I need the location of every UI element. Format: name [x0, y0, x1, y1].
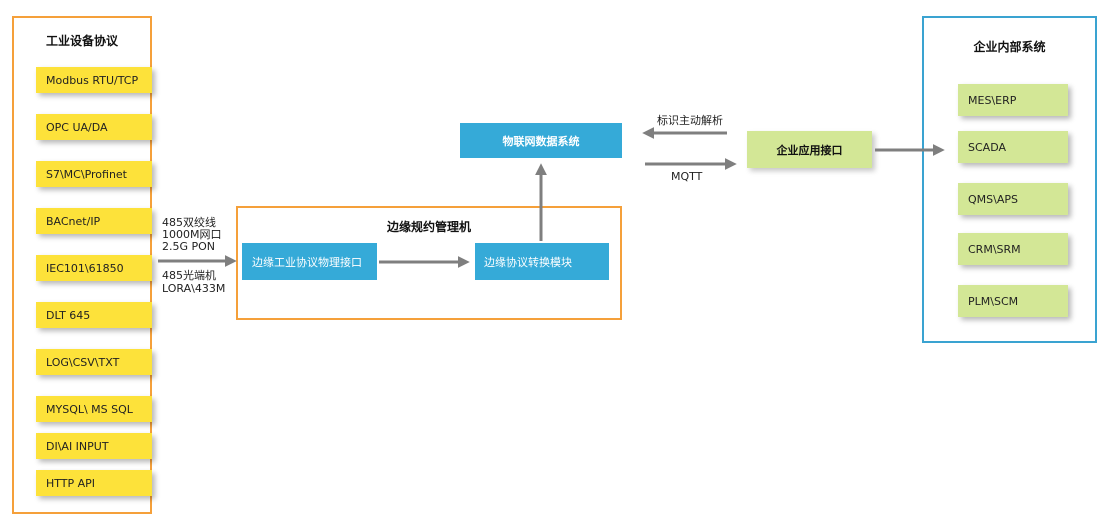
link-label-pon: 2.5G PON	[162, 240, 216, 253]
protocol-opc[interactable]: OPC UA/DA	[36, 114, 152, 140]
protocol-conversion-box[interactable]: 边缘协议转换模块	[475, 243, 609, 280]
link-label-lora: LORA\433M	[162, 282, 226, 295]
protocol-diai[interactable]: DI\AI INPUT	[36, 433, 152, 459]
system-qms-aps[interactable]: QMS\APS	[958, 183, 1068, 215]
protocol-modbus[interactable]: Modbus RTU/TCP	[36, 67, 152, 93]
system-scada[interactable]: SCADA	[958, 131, 1068, 163]
enterprise-api-box[interactable]: 企业应用接口	[747, 131, 872, 168]
link-label-485-twisted: 485双绞线	[162, 216, 216, 229]
link-label-1000m: 1000M网口	[162, 228, 222, 241]
protocol-log[interactable]: LOG\CSV\TXT	[36, 349, 152, 375]
industrial-protocols-group: 工业设备协议 Modbus RTU/TCP OPC UA/DA S7\MC\Pr…	[12, 16, 152, 514]
identification-resolution-label: 标识主动解析	[657, 114, 723, 127]
system-plm-scm[interactable]: PLM\SCM	[958, 285, 1068, 317]
enterprise-systems-title: 企业内部系统	[973, 40, 1046, 54]
edge-manager-title: 边缘规约管理机	[386, 220, 471, 234]
protocol-iec[interactable]: IEC101\61850	[36, 255, 152, 281]
protocol-http-api[interactable]: HTTP API	[36, 470, 152, 496]
protocol-bacnet[interactable]: BACnet/IP	[36, 208, 152, 234]
system-mes-erp[interactable]: MES\ERP	[958, 84, 1068, 116]
industrial-protocols-title: 工业设备协议	[45, 34, 118, 48]
link-label-485-optical: 485光端机	[162, 269, 216, 282]
physical-interface-box[interactable]: 边缘工业协议物理接口	[242, 243, 377, 280]
protocol-s7[interactable]: S7\MC\Profinet	[36, 161, 152, 187]
system-crm-srm[interactable]: CRM\SRM	[958, 233, 1068, 265]
iot-data-system-box[interactable]: 物联网数据系统	[460, 123, 622, 158]
mqtt-label: MQTT	[671, 170, 703, 183]
protocol-mysql[interactable]: MYSQL\ MS SQL	[36, 396, 152, 422]
protocol-dlt645[interactable]: DLT 645	[36, 302, 152, 328]
enterprise-systems-group: 企业内部系统 MES\ERP SCADA QMS\APS CRM\SRM PLM…	[922, 16, 1097, 343]
